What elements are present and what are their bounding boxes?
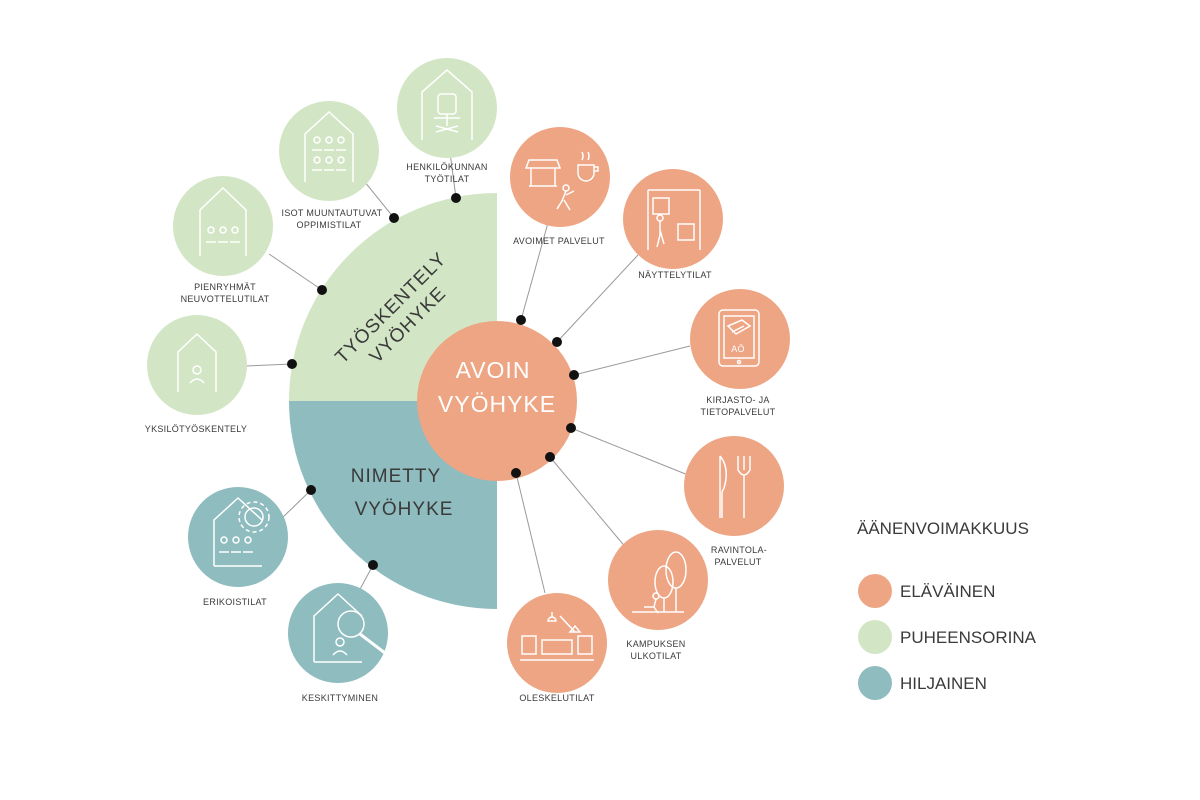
connector-yksilo	[245, 363, 293, 367]
label-nayttely-1: NÄYTTELYTILAT	[638, 270, 712, 280]
open-zone-line2: VYÖHYKE	[438, 391, 556, 417]
connector-kirjasto	[573, 345, 691, 376]
dot-erikois	[306, 485, 316, 495]
dot-ravintola	[566, 423, 576, 433]
dot-avoimet	[516, 315, 526, 325]
connector-lines	[245, 129, 691, 594]
node-avoimet-circle	[510, 127, 610, 227]
label-kampus-2: ULKOTILAT	[630, 651, 681, 661]
connector-ravintola	[570, 427, 689, 476]
legend-label-hiljainen: HILJAINEN	[900, 674, 987, 693]
legend-swatch-hiljainen	[858, 666, 892, 700]
label-kirjasto-2: TIETOPALVELUT	[701, 407, 776, 417]
label-isot-1: ISOT MUUNTAUTUVAT	[282, 208, 383, 218]
node-yksilo-circle	[147, 315, 247, 415]
single-person-icon	[177, 332, 217, 392]
connector-kampus	[549, 456, 633, 556]
gear-group-icon	[213, 496, 270, 567]
small-group-icon	[199, 186, 247, 256]
label-pienryhmat-1: PIENRYHMÄT	[194, 282, 256, 292]
node-isot-circle	[279, 101, 379, 201]
node-oleskelu: OLESKELUTILAT	[507, 593, 607, 703]
dot-isot	[389, 213, 399, 223]
large-group-icon	[304, 110, 354, 182]
node-kirjasto-circle	[690, 289, 790, 389]
open-zone-line1: AVOIN	[456, 357, 531, 383]
node-oleskelu-circle	[507, 593, 607, 693]
icon-tablet-letters: AÖ	[731, 344, 745, 354]
dot-kirjasto	[569, 370, 579, 380]
node-nayttely: NÄYTTELYTILAT	[623, 169, 723, 280]
open-zone-circle	[417, 321, 577, 481]
node-kampus: KAMPUKSEN ULKOTILAT	[608, 530, 708, 661]
tree-person-icon	[632, 551, 687, 614]
office-chair-icon	[421, 69, 473, 140]
legend-title: ÄÄNENVOIMAKKUUS	[857, 519, 1029, 538]
magnifier-person-icon	[313, 592, 386, 663]
label-keskitty-1: KESKITTYMINEN	[302, 693, 378, 703]
legend-swatch-puheensorina	[858, 620, 892, 654]
kiosk-coffee-icon	[524, 151, 599, 211]
connector-keskitty	[357, 564, 374, 594]
connector-erikois	[279, 489, 312, 521]
dot-henkilokunnan	[451, 193, 461, 203]
label-kampus-1: KAMPUKSEN	[626, 639, 685, 649]
label-isot-2: OPPIMISTILAT	[297, 220, 362, 230]
dot-oleskelu	[511, 468, 521, 478]
node-isot: ISOT MUUNTAUTUVAT OPPIMISTILAT	[279, 101, 383, 230]
connector-nayttely	[556, 254, 639, 343]
node-henkilokunnan-circle	[397, 58, 497, 158]
node-ravintola: RAVINTOLA- PALVELUT	[684, 436, 784, 567]
connector-dots	[287, 193, 579, 570]
label-avoimet-1: AVOIMET PALVELUT	[513, 236, 605, 246]
legend-label-puheensorina: PUHEENSORINA	[900, 628, 1037, 647]
dot-kampus	[545, 452, 555, 462]
node-pienryhmat: PIENRYHMÄT NEUVOTTELUTILAT	[173, 176, 273, 304]
node-avoimet: AVOIMET PALVELUT	[510, 127, 610, 246]
connector-pienryhmat	[268, 253, 323, 291]
dot-yksilo	[287, 359, 297, 369]
connector-avoimet	[520, 211, 552, 321]
dot-keskitty	[368, 560, 378, 570]
node-kampus-circle	[608, 530, 708, 630]
dot-pienryhmat	[317, 285, 327, 295]
label-oleskelu-1: OLESKELUTILAT	[519, 693, 594, 703]
exhibition-icon	[647, 189, 701, 250]
legend-label-elavainen: ELÄVÄINEN	[900, 582, 995, 601]
lounge-sofa-icon	[520, 612, 594, 661]
node-nayttely-circle	[623, 169, 723, 269]
tablet-book-icon	[718, 309, 760, 367]
node-erikois: ERIKOISTILAT	[188, 487, 288, 607]
legend-swatch-elavainen	[858, 574, 892, 608]
label-erikois-1: ERIKOISTILAT	[203, 597, 267, 607]
node-yksilo: YKSILÖTYÖSKENTELY	[145, 315, 247, 434]
named-zone-line2: VYÖHYKE	[355, 499, 454, 520]
node-ravintola-circle	[684, 436, 784, 536]
knife-fork-icon	[719, 455, 751, 518]
node-pienryhmat-circle	[173, 176, 273, 276]
label-kirjasto-1: KIRJASTO- JA	[706, 395, 769, 405]
node-keskitty: KESKITTYMINEN	[288, 583, 388, 703]
label-yksilo-1: YKSILÖTYÖSKENTELY	[145, 424, 247, 434]
dot-nayttely	[552, 337, 562, 347]
node-henkilokunnan: HENKILÖKUNNAN TYÖTILAT	[397, 58, 497, 184]
named-zone-line1: NIMETTY	[351, 466, 441, 487]
node-kirjasto: AÖ KIRJASTO- JA TIETOPALVELUT	[690, 289, 790, 417]
label-henkilokunnan-1: HENKILÖKUNNAN	[406, 162, 487, 172]
label-ravintola-2: PALVELUT	[714, 557, 761, 567]
label-henkilokunnan-2: TYÖTILAT	[425, 174, 470, 184]
node-keskitty-circle	[288, 583, 388, 683]
label-ravintola-1: RAVINTOLA-	[711, 545, 767, 555]
label-pienryhmat-2: NEUVOTTELUTILAT	[181, 294, 270, 304]
connector-oleskelu	[515, 472, 546, 594]
legend: ÄÄNENVOIMAKKUUS ELÄVÄINEN PUHEENSORINA H…	[857, 519, 1037, 700]
